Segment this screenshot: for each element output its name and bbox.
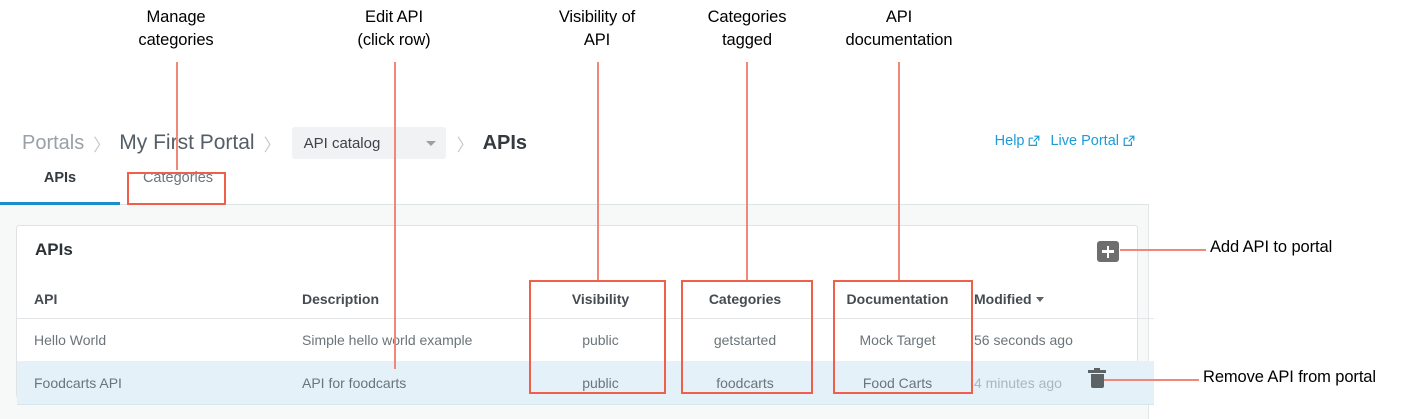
breadcrumb-portals[interactable]: Portals: [22, 131, 85, 154]
cell-visibility: public: [532, 361, 669, 405]
tab-categories-label: Categories: [142, 170, 214, 186]
leader-line-edit-api: [394, 62, 396, 369]
column-header-description[interactable]: Description: [302, 283, 532, 319]
cell-api: Hello World: [17, 318, 302, 362]
trash-icon: [1090, 373, 1104, 388]
live-portal-link[interactable]: Live Portal: [1050, 133, 1135, 149]
column-header-api[interactable]: API: [17, 283, 302, 319]
sort-desc-icon: [1035, 297, 1044, 302]
tab-apis[interactable]: APIs: [0, 170, 120, 206]
callout-categories-tagged: Categories tagged: [707, 8, 787, 49]
add-api-button[interactable]: [1097, 241, 1119, 262]
column-header-documentation[interactable]: Documentation: [821, 283, 974, 319]
cell-description: API for foodcarts: [302, 361, 532, 405]
cell-visibility: public: [532, 318, 669, 362]
column-header-categories[interactable]: Categories: [669, 283, 821, 319]
remove-api-button[interactable]: [1088, 368, 1106, 388]
live-portal-link-label: Live Portal: [1050, 133, 1119, 149]
leader-line-add-api: [1120, 249, 1206, 251]
apis-card: APIs API Description Visibility Categori…: [16, 225, 1154, 405]
leader-line-categories: [746, 62, 748, 280]
leader-line-manage-categories: [176, 62, 178, 170]
leader-line-remove-api: [1104, 379, 1199, 381]
trash-icon: [1088, 370, 1106, 373]
catalog-select[interactable]: API catalog: [291, 127, 446, 159]
breadcrumb-portal-name[interactable]: My First Portal: [119, 131, 255, 154]
table-header-row: API Description Visibility Categories Do…: [17, 283, 1154, 319]
callout-api-documentation: API documentation: [845, 8, 953, 49]
leader-line-documentation: [898, 62, 900, 280]
callout-visibility-of-api: Visibility of API: [558, 8, 636, 49]
cell-modified: 56 seconds ago: [974, 318, 1154, 362]
cell-categories: foodcarts: [669, 361, 821, 405]
tab-apis-label: APIs: [43, 170, 77, 186]
cell-description: Simple hello world example: [302, 318, 532, 362]
plus-icon: [1106, 245, 1110, 258]
column-header-modified-label: Modified: [974, 291, 1032, 307]
help-link-label: Help: [994, 133, 1025, 149]
callout-add-api-to-portal: Add API to portal: [1210, 238, 1333, 256]
table-row[interactable]: Hello World Simple hello world example p…: [17, 318, 1154, 362]
cell-categories: getstarted: [669, 318, 821, 362]
cell-documentation: Food Carts: [821, 361, 974, 405]
column-header-modified[interactable]: Modified: [974, 283, 1154, 319]
callout-edit-api: Edit API (click row): [357, 8, 431, 49]
cell-modified: 4 minutes ago: [974, 361, 1154, 405]
card-title: APIs: [35, 240, 73, 259]
tab-categories[interactable]: Categories: [128, 170, 228, 205]
breadcrumb: Portals 〉 My First Portal 〉 API catalog …: [22, 126, 527, 160]
breadcrumb-separator-icon: 〉: [456, 135, 474, 155]
top-links: Help Live Portal: [995, 133, 1135, 149]
table-row[interactable]: Foodcarts API API for foodcarts public f…: [17, 361, 1154, 405]
cell-documentation: Mock Target: [821, 318, 974, 362]
cell-api: Foodcarts API: [17, 361, 302, 405]
chevron-down-icon: [425, 140, 436, 146]
callout-remove-api-from-portal: Remove API from portal: [1203, 368, 1376, 386]
breadcrumb-current: APIs: [482, 131, 528, 154]
trash-icon: [1094, 368, 1100, 371]
breadcrumb-separator-icon: 〉: [93, 135, 111, 155]
external-link-icon: [1123, 135, 1135, 147]
catalog-select-value: API catalog: [303, 134, 381, 152]
tab-bar: APIs Categories: [0, 170, 1149, 206]
callout-manage-categories: Manage categories: [138, 8, 214, 49]
apis-table: API Description Visibility Categories Do…: [17, 283, 1154, 405]
leader-line-visibility: [597, 62, 599, 280]
external-link-icon: [1028, 135, 1040, 147]
column-header-visibility[interactable]: Visibility: [532, 283, 669, 319]
breadcrumb-separator-icon: 〉: [263, 135, 281, 155]
help-link[interactable]: Help: [995, 133, 1041, 149]
